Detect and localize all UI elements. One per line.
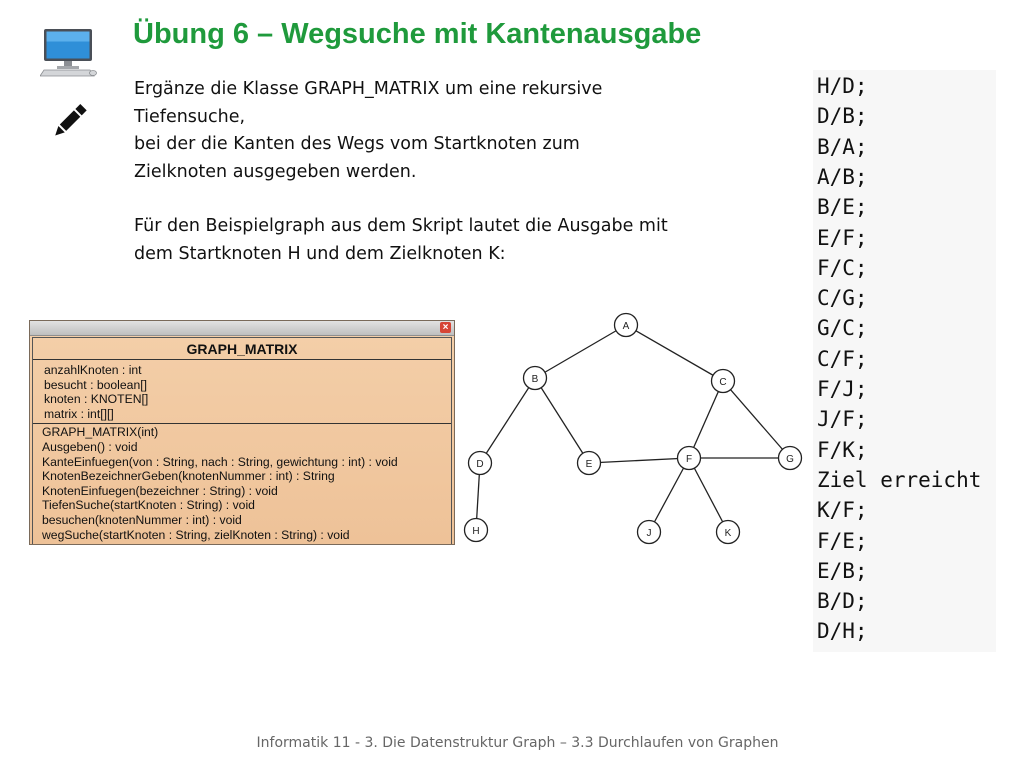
graph-node (636, 519, 662, 545)
uml-method: KnotenBezeichnerGeben(knotenNummer : int… (42, 469, 335, 484)
graph-node (715, 519, 741, 545)
uml-attribute: knoten : KNOTEN[] (44, 392, 149, 407)
uml-attribute: anzahlKnoten : int (44, 363, 142, 377)
output-line: F/C; (817, 255, 868, 280)
computer-icon (40, 29, 97, 77)
graph-node-label: J (647, 528, 652, 539)
graph-node (613, 312, 639, 338)
output-panel: H/D; D/B; B/A; A/B; B/E; E/F; F/C; C/G; G/C; C/F;… (813, 70, 996, 652)
slide-title: Übung 6 – Wegsuche mit Kantenausgabe (133, 18, 702, 50)
graph-node-label: H (472, 526, 479, 537)
graph-node (576, 450, 602, 476)
output-line: D/H; (817, 619, 868, 644)
output-line: B/D; (817, 589, 868, 614)
graph-node-label: A (623, 321, 630, 332)
uml-method: Ausgeben() : void (42, 439, 138, 454)
uml-attributes: anzahlKnoten : int besucht : boolean[] k… (33, 360, 451, 425)
output-line: E/B; (817, 558, 868, 583)
close-icon[interactable]: × (440, 322, 451, 333)
uml-method: TiefenSuche(startKnoten : String) : void (42, 498, 255, 513)
graph-edge (688, 380, 724, 459)
output-line: H/D; (817, 74, 868, 98)
description-line: Zielknoten ausgegeben werden. (134, 161, 417, 182)
task-description: Ergänze die Klasse GRAPH_MATRIX um eine … (134, 76, 714, 268)
output-line: F/J; (817, 377, 868, 401)
graph-diagram: A B C D E F G H J K (463, 312, 803, 545)
output-line: F/E; (817, 528, 868, 553)
uml-class-box: GRAPH_MATRIX anzahlKnoten : int besucht … (32, 337, 452, 544)
graph-edge (479, 377, 536, 464)
output-line: D/B; (817, 104, 868, 129)
description-line: Tiefensuche, (134, 106, 246, 127)
description-line: Ergänze die Klasse GRAPH_MATRIX um eine … (134, 79, 603, 99)
output-line: J/F; (817, 407, 868, 432)
graph-edge (534, 324, 627, 379)
description-line: bei der die Kanten des Wegs vom Startkno… (134, 134, 580, 154)
window-titlebar: × (30, 321, 454, 336)
uml-class-name: GRAPH_MATRIX (33, 338, 451, 360)
graph-node (777, 445, 803, 471)
output-line: G/C; (817, 316, 868, 341)
graph-node-label: G (786, 454, 794, 465)
output-line: C/G; (817, 286, 868, 311)
uml-method: KnotenEinfuegen(bezeichner : String) : v… (42, 483, 278, 498)
uml-class-window: × GRAPH_MATRIX anzahlKnoten : int besuch… (29, 320, 455, 545)
uml-attribute: matrix : int[][] (44, 406, 114, 421)
uml-method: wegSuche(startKnoten : String, zielKnote… (42, 527, 350, 542)
graph-edge (588, 457, 690, 464)
uml-method: KanteEinfuegen(von : String, nach : Stri… (42, 454, 398, 469)
description-line: dem Startknoten H und dem Zielknoten K: (134, 243, 506, 264)
graph-node (522, 365, 548, 391)
output-line: K/F; (817, 498, 868, 523)
output-line: E/F; (817, 225, 868, 250)
graph-node (467, 450, 493, 476)
graph-node (463, 517, 489, 543)
graph-edge (722, 380, 791, 459)
graph-edge (688, 457, 729, 533)
graph-node-label: F (686, 454, 692, 465)
uml-method: besuchen(knotenNummer : int) : void (42, 512, 242, 527)
uml-method: GRAPH_MATRIX(int) (42, 425, 159, 440)
output-line: C/F; (817, 346, 868, 371)
output-line: B/E; (817, 195, 868, 220)
graph-node-label: E (586, 459, 593, 470)
graph-node (710, 368, 736, 394)
output-line: B/A; (817, 134, 868, 159)
description-line: Für den Beispielgraph aus dem Skript lau… (134, 216, 668, 236)
graph-edge (625, 324, 724, 382)
graph-node-label: C (719, 377, 726, 388)
graph-node-label: D (476, 459, 483, 470)
output-line: Ziel erreicht (817, 467, 982, 492)
pencil-icon (55, 104, 87, 136)
graph-edge (534, 377, 590, 464)
uml-attribute: besucht : boolean[] (44, 377, 147, 392)
graph-node-label: K (725, 528, 732, 539)
slide-footer: Informatik 11 - 3. Die Datenstruktur Gra… (256, 735, 779, 751)
graph-edge (648, 457, 690, 533)
graph-node-label: B (532, 374, 539, 385)
graph-node (676, 445, 702, 471)
output-line: A/B; (817, 164, 868, 189)
uml-methods: GRAPH_MATRIX(int) Ausgeben() : void Kant… (33, 424, 451, 542)
output-line: F/K; (817, 437, 868, 462)
